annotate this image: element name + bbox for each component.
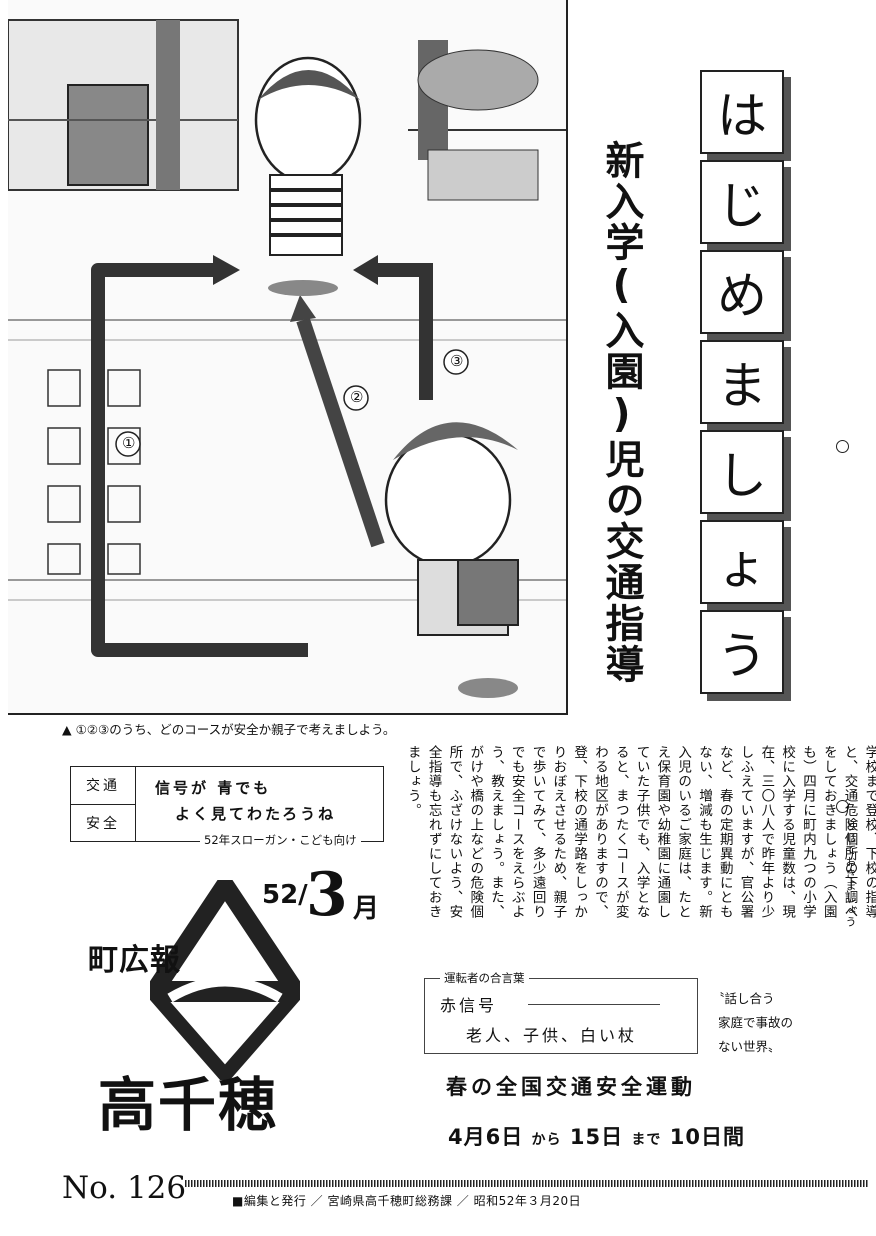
publisher-line: ■編集と発行 ／ 宮崎県高千穂町総務課 ／ 昭和52年３月20日 (232, 1194, 582, 1208)
title-char: ょ (700, 520, 784, 604)
route-label-2: ② (350, 388, 364, 406)
issue-month-unit: 月 (353, 894, 380, 924)
route-label-3: ③ (450, 352, 464, 370)
title-char: う (700, 610, 784, 694)
boy-face-bottom (384, 432, 512, 568)
quote-line: ない世界〟 (718, 1039, 781, 1054)
masthead-town: 高千穂 (98, 1071, 279, 1139)
driver-rule (528, 1004, 660, 1005)
campaign-until: まで (631, 1132, 662, 1148)
slogan-line-2: よく見てわたろうね (175, 805, 337, 823)
title-char: め (700, 250, 784, 334)
title-char: じ (700, 160, 784, 244)
campaign-name: 春の全国交通安全運動 (446, 1075, 696, 1099)
driver-slogan-box (424, 978, 698, 1054)
slogan-line-1: 信号が 青でも (155, 779, 272, 797)
quote-line: 〝話し合う (712, 991, 775, 1006)
title-char: し (700, 430, 784, 514)
driver-line-1: 赤信号 (440, 996, 498, 1015)
slogan-note: 52年スローガン・こども向け (200, 832, 361, 848)
campaign-duration: 10日間 (669, 1125, 745, 1149)
article-body: ことし、小学校へ入学児をおもちのご家庭は、子供の安全通学に備えて、早めに学校まで… (404, 745, 876, 919)
town-emblem (150, 880, 300, 1080)
route-drawing (8, 19, 566, 698)
issue-number: No. 126 (62, 1170, 187, 1206)
driver-box-title: 運転者の合言葉 (440, 970, 529, 986)
driver-line-2: 老人、子供、白い杖 (466, 1026, 638, 1045)
slogan-label-top: 交通 (86, 778, 120, 794)
street-illustration: ① ② ③ (8, 0, 568, 715)
campaign-from: から (531, 1132, 562, 1148)
campaign-end: 15日 (569, 1125, 624, 1149)
subtitle: 新入学(入園)児の交通指導 (599, 140, 644, 685)
binding-hole (836, 800, 849, 813)
title-char: は (700, 70, 784, 154)
footer-rule (185, 1180, 868, 1187)
route-label-1: ① (122, 434, 136, 452)
title-char: ま (700, 340, 784, 424)
issue-year: 52/ (262, 880, 308, 910)
illustration-caption: ▲ ①②③のうち、どのコースが安全か親子で考えましよう。 (62, 722, 396, 737)
slogan-label-bottom: 安全 (86, 816, 120, 832)
campaign-dates: 4月6日 から 15日 まで 10日間 (448, 1121, 745, 1151)
campaign-start: 4月6日 (448, 1125, 524, 1149)
slogan-box: 交通 安全 信号が 青でも よく見てわたろうね (70, 766, 384, 842)
binding-note: とじておきましょう (844, 820, 857, 928)
quote-line: 家庭で事故の (718, 1015, 794, 1030)
masthead-prefix: 町広報 (88, 943, 181, 978)
binding-hole (836, 440, 849, 453)
mailbox (67, 84, 149, 186)
issue-month: 3 (306, 860, 348, 930)
